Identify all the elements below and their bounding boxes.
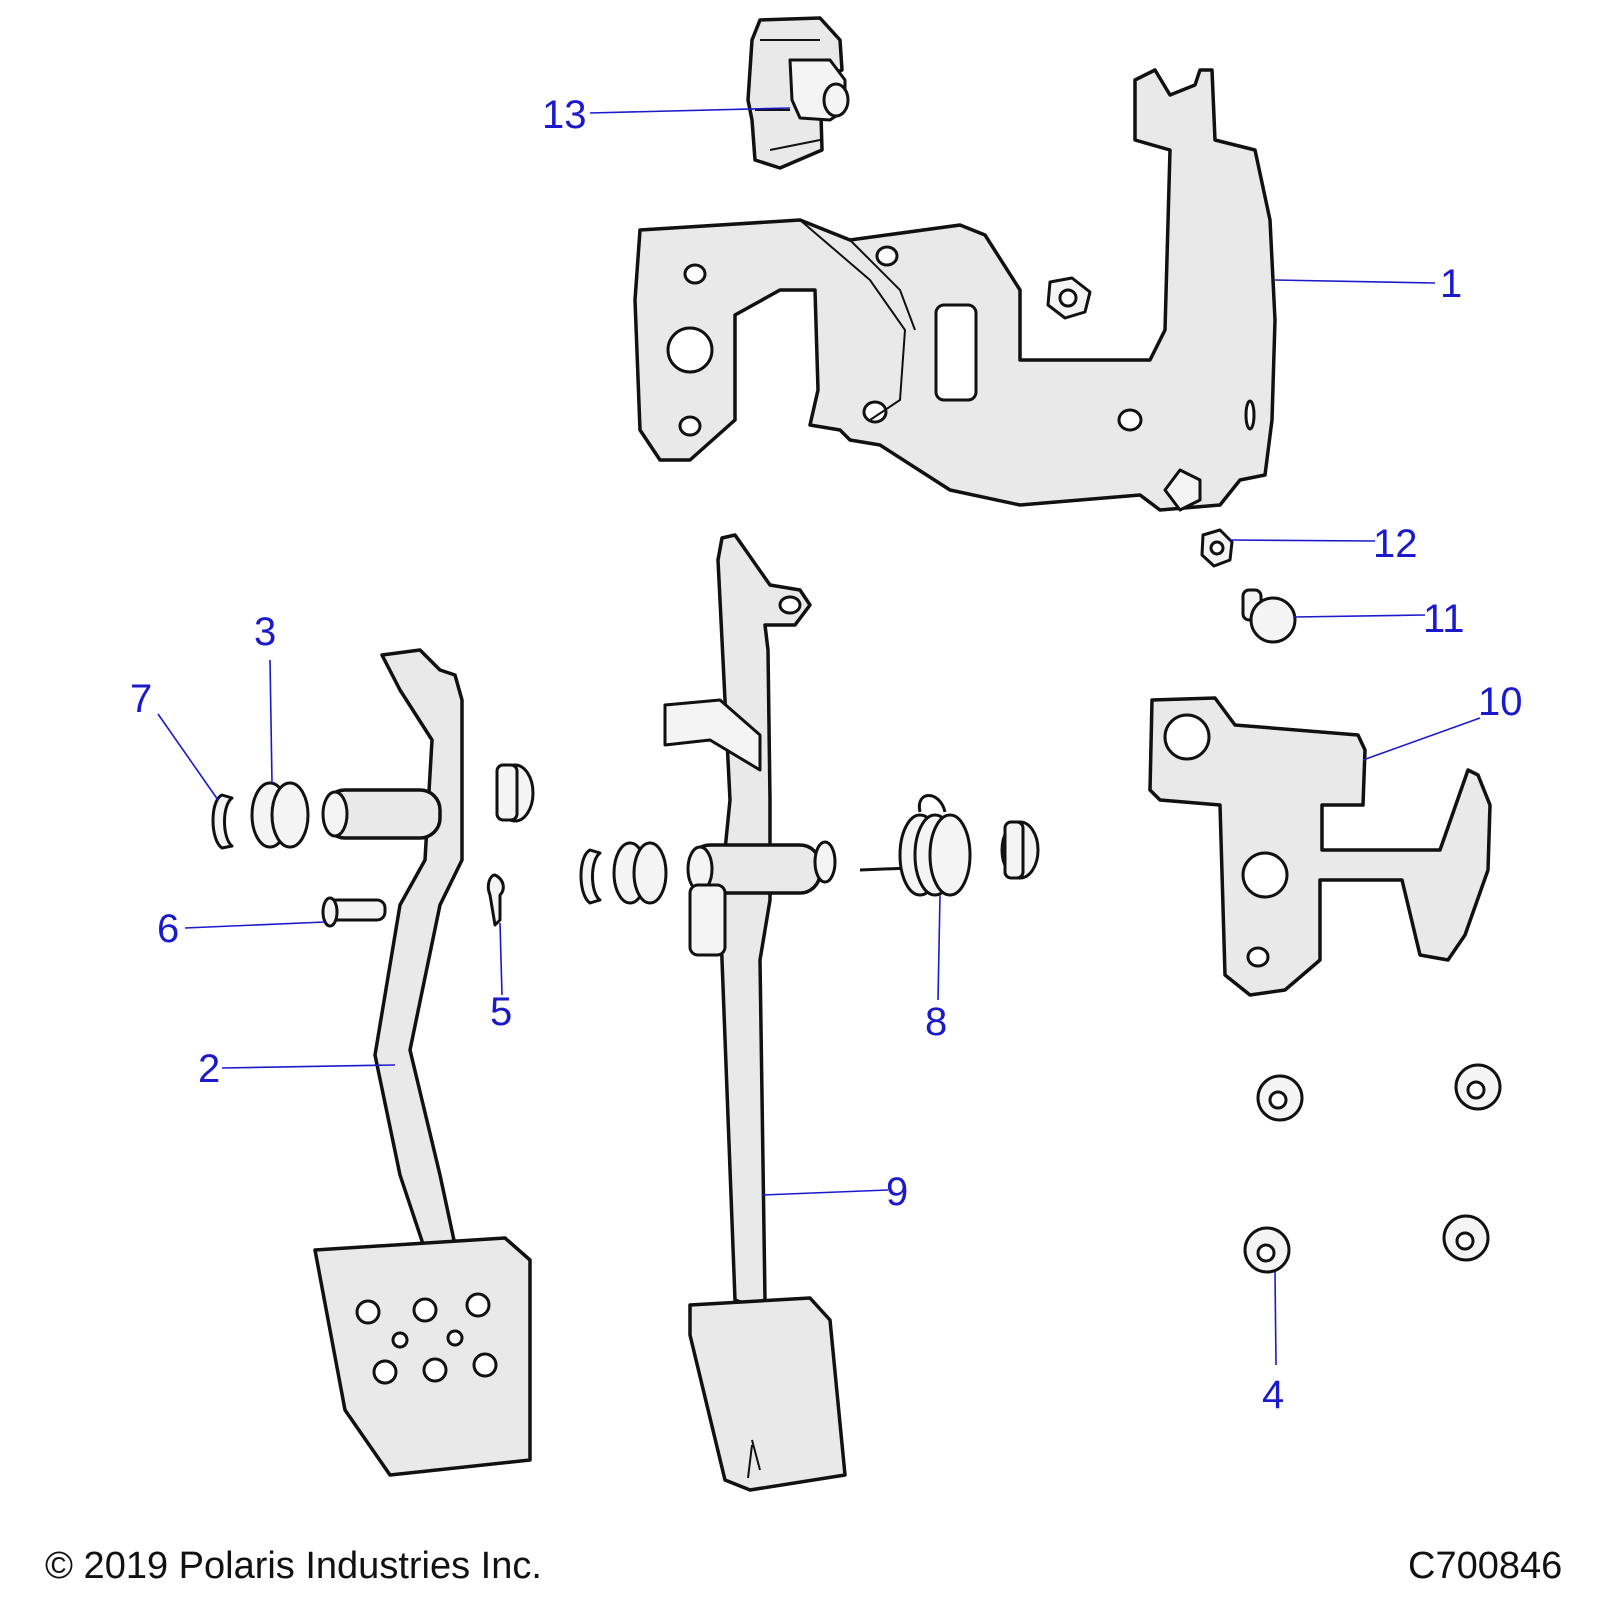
leader-7 — [157, 713, 219, 801]
part-12-nut — [1200, 528, 1234, 568]
part-3-bushing — [250, 781, 310, 849]
callout-5: 5 — [490, 990, 512, 1034]
part-9-pivot-hardware — [579, 840, 837, 905]
callout-13: 13 — [542, 93, 587, 137]
part-5-cotter-pin — [486, 873, 505, 927]
nut-top-left — [1256, 1074, 1304, 1122]
part-11-bolt — [1241, 588, 1297, 644]
callout-12: 12 — [1373, 522, 1418, 566]
leader-4 — [1274, 1271, 1277, 1366]
callout-1: 1 — [1440, 262, 1462, 306]
part-2-pedal-arm — [313, 648, 535, 1477]
callout-9: 9 — [886, 1170, 908, 1214]
part-6-clevis-pin — [321, 896, 387, 928]
leader-10 — [1362, 717, 1481, 761]
leader-12 — [1229, 539, 1376, 542]
callout-labels: 1 2 3 4 5 6 7 8 9 10 11 12 13 — [130, 93, 1523, 1417]
callout-6: 6 — [157, 907, 179, 951]
leader-3 — [269, 659, 273, 784]
callout-11: 11 — [1423, 597, 1465, 641]
leader-13 — [589, 107, 791, 114]
part-7-e-clip — [211, 793, 234, 850]
leader-1 — [1274, 279, 1436, 284]
callout-2: 2 — [198, 1047, 220, 1091]
copyright-notice: © 2019 Polaris Industries Inc. — [45, 1545, 542, 1587]
nut-top-right — [1454, 1063, 1502, 1111]
leader-5 — [499, 922, 503, 996]
part-13-brake-switch — [746, 16, 850, 170]
leader-9 — [761, 1189, 889, 1196]
callout-10: 10 — [1478, 680, 1523, 724]
part-9-brake-pedal-arm — [663, 533, 847, 1492]
callout-3: 3 — [254, 610, 276, 654]
leader-8 — [937, 894, 941, 1001]
part-1-pedal-mount-bracket — [633, 68, 1277, 512]
drawing-number: C700846 — [1408, 1545, 1562, 1587]
leader-11 — [1293, 614, 1426, 618]
part-8-return-spring — [859, 794, 1040, 897]
leader-6 — [184, 921, 326, 929]
part-10-bracket — [1148, 696, 1492, 997]
leader-lines — [157, 107, 1481, 1366]
callout-8: 8 — [925, 1000, 947, 1044]
nut-bottom-left — [1243, 1226, 1291, 1274]
part-4-flange-nuts — [1243, 1063, 1502, 1274]
callout-7: 7 — [130, 677, 152, 721]
leader-2 — [221, 1064, 396, 1069]
pedal-2-pad-holes — [355, 1292, 498, 1385]
callout-4: 4 — [1262, 1373, 1284, 1417]
nut-bottom-right — [1442, 1214, 1490, 1262]
